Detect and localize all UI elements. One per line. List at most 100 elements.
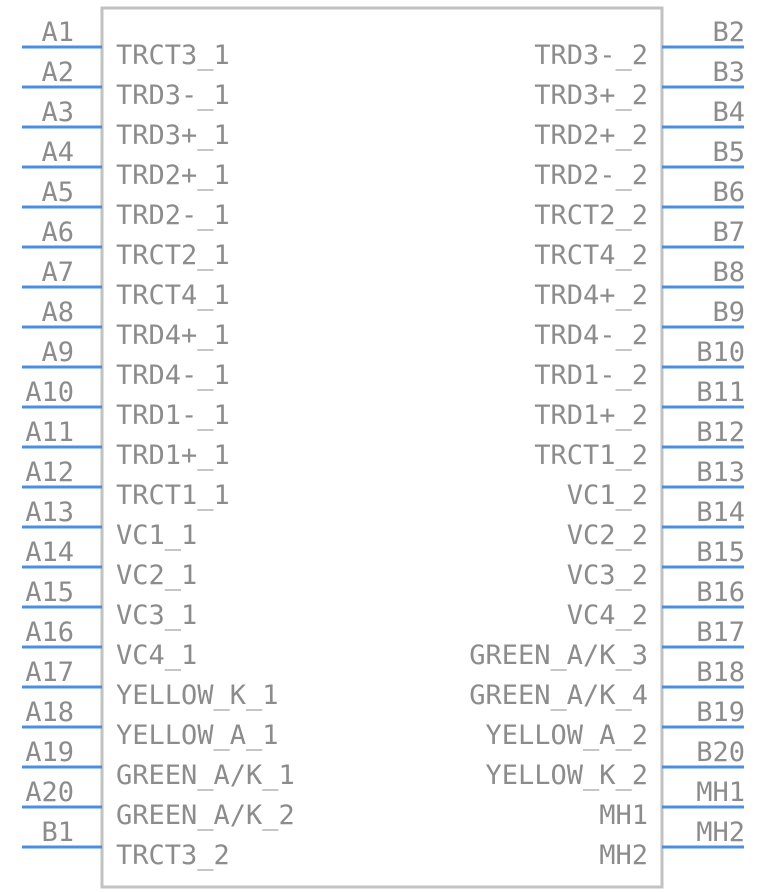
pin-name: VC1_2 [567, 480, 648, 511]
pin-number: B7 [712, 217, 745, 248]
pin-number: B17 [696, 617, 745, 648]
pin-number: B9 [712, 297, 745, 328]
pin-name: TRD4+_2 [534, 280, 648, 311]
pin-name: MH1 [599, 800, 648, 831]
pin-name: VC1_1 [116, 520, 197, 551]
pin-number: A3 [41, 97, 74, 128]
pin-name: TRD2+_2 [534, 120, 648, 151]
pin-name: YELLOW_K_2 [485, 760, 648, 791]
pin-name: TRD3+_2 [534, 80, 648, 111]
pin-number: A12 [25, 457, 74, 488]
pin-name: TRD4+_1 [116, 320, 230, 351]
pin-number: A8 [41, 297, 74, 328]
pin-name: VC2_2 [567, 520, 648, 551]
pin-number: A13 [25, 497, 74, 528]
pin-number: MH1 [696, 777, 745, 808]
pin-number: A9 [41, 337, 74, 368]
pin-number: B14 [696, 497, 745, 528]
pin-name: VC2_1 [116, 560, 197, 591]
pin-name: TRCT2_1 [116, 240, 230, 271]
pin-number: A6 [41, 217, 74, 248]
pin-number: B20 [696, 737, 745, 768]
pin-number: B19 [696, 697, 745, 728]
pin-number: A11 [25, 417, 74, 448]
pin-number: B18 [696, 657, 745, 688]
pin-name: TRCT3_2 [116, 840, 230, 871]
pin-name: GREEN_A/K_2 [116, 800, 295, 831]
pin-name: TRCT3_1 [116, 40, 230, 71]
pin-number: B10 [696, 337, 745, 368]
pin-number: A10 [25, 377, 74, 408]
pin-name: TRCT1_2 [534, 440, 648, 471]
pin-number: A1 [41, 17, 74, 48]
pin-number: B3 [712, 57, 745, 88]
pin-name: VC3_2 [567, 560, 648, 591]
pin-name: TRD3-_2 [534, 40, 648, 71]
pin-number: B15 [696, 537, 745, 568]
pin-name: TRD2+_1 [116, 160, 230, 191]
pin-name: VC3_1 [116, 600, 197, 631]
pin-number: A14 [25, 537, 74, 568]
pin-name: YELLOW_A_1 [116, 720, 279, 751]
pin-name: TRD1+_2 [534, 400, 648, 431]
pin-number: A15 [25, 577, 74, 608]
pin-name: TRCT4_1 [116, 280, 230, 311]
pin-number: B4 [712, 97, 745, 128]
pin-number: B16 [696, 577, 745, 608]
pin-name: TRD2-_2 [534, 160, 648, 191]
pin-number: A19 [25, 737, 74, 768]
left-pin-group: A1TRCT3_1A2TRD3-_1A3TRD3+_1A4TRD2+_1A5TR… [22, 17, 295, 871]
pin-name: YELLOW_A_2 [485, 720, 648, 751]
pin-number: B11 [696, 377, 745, 408]
pin-name: TRD1+_1 [116, 440, 230, 471]
pin-name: TRD3-_1 [116, 80, 230, 111]
pin-name: TRD4-_1 [116, 360, 230, 391]
pin-number: MH2 [696, 817, 745, 848]
pin-number: B2 [712, 17, 745, 48]
pin-number: A20 [25, 777, 74, 808]
pin-number: B12 [696, 417, 745, 448]
pin-name: MH2 [599, 840, 648, 871]
pin-name: TRCT1_1 [116, 480, 230, 511]
right-pin-group: B2TRD3-_2B3TRD3+_2B4TRD2+_2B5TRD2-_2B6TR… [469, 17, 745, 871]
pin-number: A7 [41, 257, 74, 288]
